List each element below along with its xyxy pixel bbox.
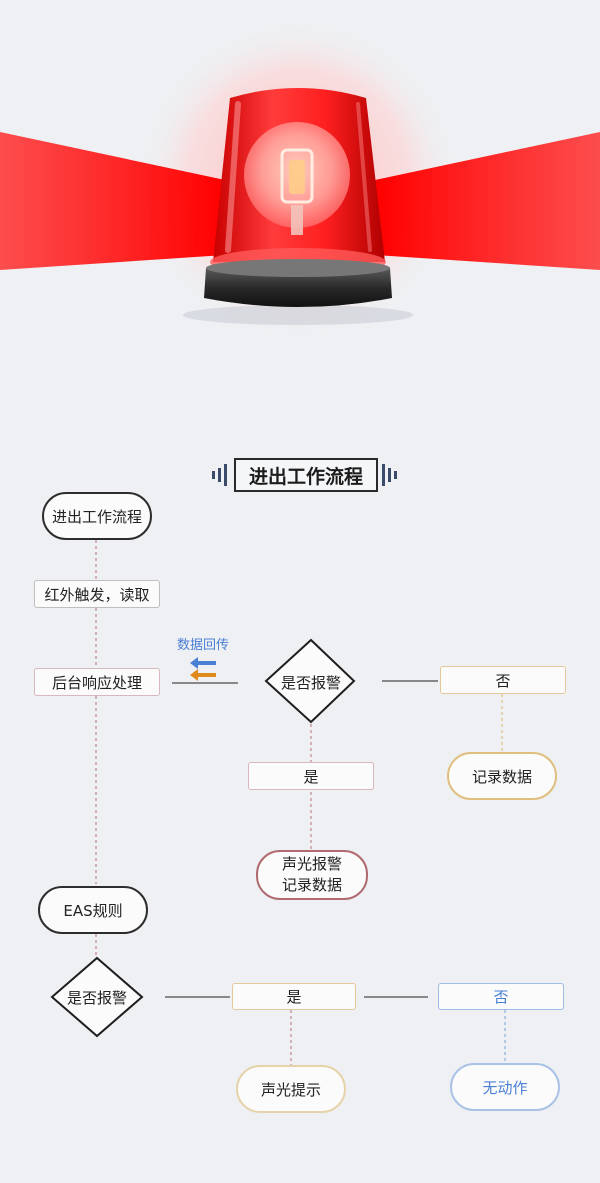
backend-node: 后台响应处理 — [34, 668, 160, 696]
no-action-node: 无动作 — [450, 1063, 560, 1111]
decision-2-label: 是否报警 — [66, 988, 127, 1007]
alarm-line-1: 声光报警 — [281, 855, 342, 873]
title-bars-right — [382, 464, 397, 486]
section-title: 进出工作流程 — [234, 458, 378, 492]
sound-light-prompt-node: 声光提示 — [236, 1065, 346, 1113]
alarm-light-illustration — [0, 20, 600, 330]
alarm-line-2: 记录数据 — [281, 876, 342, 894]
decision-diamond-1 — [264, 638, 356, 724]
record-data-node: 记录数据 — [447, 752, 557, 800]
no-1-node: 否 — [440, 666, 566, 694]
decision-diamond-2 — [50, 956, 144, 1038]
trigger-node: 红外触发，读取 — [34, 580, 160, 608]
yes-1-node: 是 — [248, 762, 374, 790]
yes-2-node: 是 — [232, 983, 356, 1010]
title-bars-left — [212, 464, 227, 486]
no-2-node: 否 — [438, 983, 564, 1010]
eas-rule-node: EAS规则 — [38, 886, 148, 934]
data-return-arrows — [190, 657, 216, 681]
start-node: 进出工作流程 — [42, 492, 152, 540]
alarm-record-node: 声光报警 记录数据 — [256, 850, 368, 900]
data-return-label: 数据回传 — [177, 638, 230, 653]
decision-1-label: 是否报警 — [280, 673, 341, 692]
